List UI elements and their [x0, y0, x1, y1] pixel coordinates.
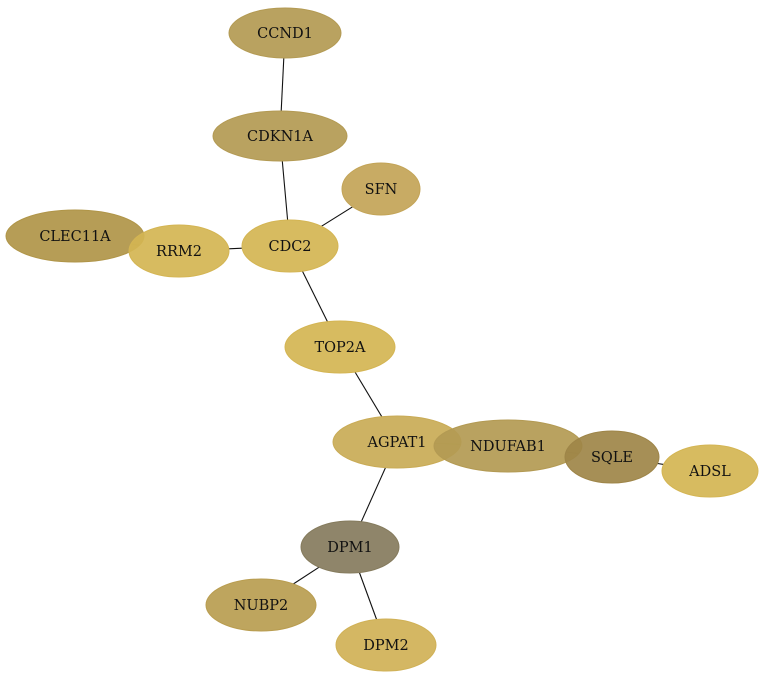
- node-label-clec11a: CLEC11A: [39, 229, 111, 245]
- node-clec11a[interactable]: CLEC11A: [5, 209, 145, 263]
- node-shape-dpm1[interactable]: [300, 520, 400, 574]
- node-label-ndufab1: NDUFAB1: [470, 439, 546, 455]
- node-label-dpm2: DPM2: [363, 638, 408, 654]
- edge-sqle-adsl: [657, 462, 664, 465]
- node-label-sqle: SQLE: [591, 450, 633, 466]
- edge-cdkn1a-cdc2: [281, 160, 289, 221]
- node-label-top2a: TOP2A: [314, 340, 366, 356]
- node-shape-nubp2[interactable]: [205, 578, 317, 632]
- node-nubp2[interactable]: NUBP2: [205, 578, 317, 632]
- edge-dpm1-nubp2: [292, 566, 320, 585]
- node-top2a[interactable]: TOP2A: [284, 320, 396, 374]
- edge-rrm2-cdc2: [228, 247, 243, 250]
- edge-dpm1-dpm2: [358, 572, 378, 620]
- node-dpm1[interactable]: DPM1: [300, 520, 400, 574]
- node-cdc2[interactable]: CDC2: [241, 219, 339, 273]
- node-sqle[interactable]: SQLE: [564, 430, 660, 484]
- edge-layer: [130, 57, 664, 620]
- node-shape-top2a[interactable]: [284, 320, 396, 374]
- node-label-cdc2: CDC2: [268, 239, 311, 255]
- node-label-agpat1: AGPAT1: [366, 435, 426, 451]
- node-label-cdkn1a: CDKN1A: [247, 129, 313, 145]
- node-dpm2[interactable]: DPM2: [335, 618, 437, 672]
- node-shape-adsl[interactable]: [661, 444, 759, 498]
- node-shape-rrm2[interactable]: [128, 224, 230, 278]
- node-label-adsl: ADSL: [688, 464, 731, 480]
- edge-cdc2-top2a: [301, 270, 328, 322]
- node-shape-ccnd1[interactable]: [228, 7, 342, 59]
- node-shape-cdc2[interactable]: [241, 219, 339, 273]
- node-shape-sfn[interactable]: [341, 162, 421, 216]
- node-sfn[interactable]: SFN: [341, 162, 421, 216]
- node-label-nubp2: NUBP2: [234, 598, 289, 614]
- edge-ccnd1-cdkn1a: [280, 57, 285, 112]
- node-shape-cdkn1a[interactable]: [212, 110, 348, 162]
- node-cdkn1a[interactable]: CDKN1A: [212, 110, 348, 162]
- node-rrm2[interactable]: RRM2: [128, 224, 230, 278]
- node-ndufab1[interactable]: NDUFAB1: [433, 419, 583, 473]
- node-label-dpm1: DPM1: [327, 540, 372, 556]
- node-shape-sqle[interactable]: [564, 430, 660, 484]
- node-label-rrm2: RRM2: [156, 244, 202, 260]
- edge-agpat1-dpm1: [360, 467, 387, 522]
- edge-sfn-cdc2: [321, 206, 353, 227]
- node-adsl[interactable]: ADSL: [661, 444, 759, 498]
- edge-top2a-agpat1: [354, 371, 383, 417]
- node-label-ccnd1: CCND1: [257, 26, 313, 42]
- node-shape-dpm2[interactable]: [335, 618, 437, 672]
- node-ccnd1[interactable]: CCND1: [228, 7, 342, 59]
- node-label-sfn: SFN: [365, 182, 398, 198]
